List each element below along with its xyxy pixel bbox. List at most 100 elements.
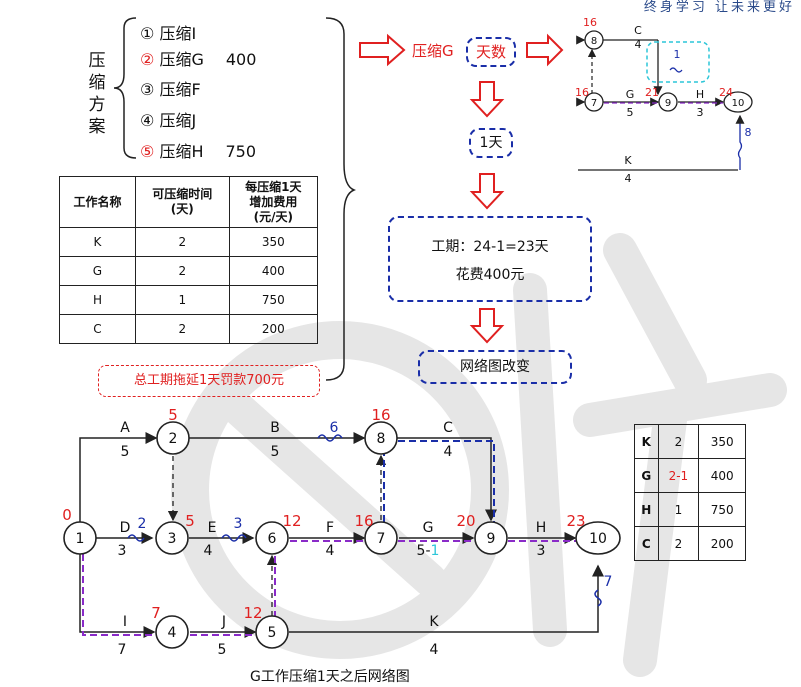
float-d: 2 [138,516,147,532]
small-node-time-9: 21 [645,86,659,99]
small-duration-K: 4 [625,172,632,185]
plan-item: ④ 压缩J [140,107,196,131]
small-activity-G: G [626,88,635,101]
cost-table-header: 可压缩时间(天) [134,176,230,228]
node-time-3: 5 [185,512,195,530]
activity-G: G [423,520,434,536]
activity-H: H [536,520,547,536]
small-duration-C: 4 [635,38,642,51]
small-node-time-7: 16 [575,86,589,99]
duration-D: 3 [118,543,127,559]
plan-item-text: 压缩F [159,80,201,99]
node-time-5: 12 [243,604,262,622]
small-activity-K: K [624,154,632,167]
flow-days-box: 天数 [466,37,516,67]
plan-item-text: 压缩G [159,50,204,69]
cost-table-cell: 2 [134,256,230,286]
plan-item-cost: 750 [225,142,257,161]
node-9: 9 [487,531,496,547]
flow-arrow-down-3 [469,308,505,344]
flow-change-box: 网络图改变 [418,350,572,384]
penalty-brace [325,17,356,381]
small-node-7: 7 [591,98,597,109]
summary-table-cell: G [634,458,659,493]
node-time-10: 23 [566,512,585,530]
summary-table-cell: K [634,424,659,459]
summary-table-cell: H [634,492,659,527]
activity-J: J [221,614,226,630]
plan-item-number: ⑤ [140,142,160,161]
summary-table-cell: 2 [657,526,700,561]
plan-item: ② 压缩G 400 [140,46,256,70]
flow-one-day-box: 1天 [469,128,513,158]
header-slogan: 终身学习 让未来更好 [643,0,795,15]
small-duration-H: 3 [697,106,704,119]
main-network-diagram: 102535475126127168169201023A5B5C4D3E4F4G… [62,406,621,658]
summary-table-cell: 400 [698,458,746,493]
node-time-1: 0 [62,506,72,524]
plan-item-text: 压缩I [159,24,197,43]
duration-B: 5 [271,444,280,460]
small-node-8: 8 [591,36,597,47]
flow-result-box: 工期：24-1=23天 花费400元 [388,216,592,302]
plan-item: ⑤ 压缩H 750 [140,138,256,162]
flow-arrow-right-1 [359,33,406,67]
small-node-9: 9 [665,98,671,109]
small-node-time-8: 16 [583,16,597,29]
plan-item-number: ② [140,50,160,69]
plan-item: ③ 压缩F [140,76,201,100]
diagram-caption: G工作压缩1天之后网络图 [250,669,410,685]
flow-arrow-down-2 [469,173,505,210]
cost-table-header: 每压缩1天增加费用(元/天) [228,176,319,228]
node-time-8: 16 [371,406,390,424]
small-duration-G: 5 [627,106,634,119]
cost-table-cell: 2 [134,314,230,344]
float-e: 3 [234,516,243,532]
flow-result-cost: 花费400元 [455,267,525,283]
summary-table-cell: 350 [698,424,746,459]
plan-item-number: ④ [140,111,160,130]
summary-table-cell: C [634,526,659,561]
summary-table-cell: 750 [698,492,746,527]
cost-table-cell: 1 [134,285,230,315]
flow-result-duration: 工期：24-1=23天 [431,239,549,255]
float-k: 7 [604,574,613,590]
node-time-2: 5 [168,406,178,424]
duration-F: 4 [326,543,335,559]
activity-I: I [123,614,127,630]
small-activity-C: C [634,24,642,37]
summary-table-cell: 2 [657,424,700,459]
plan-item-number: ③ [140,80,160,99]
plan-brace [113,17,137,159]
summary-table-cell: 200 [698,526,746,561]
activity-C: C [443,420,453,436]
duration-G: 5-1 [417,543,440,559]
node-time-4: 7 [151,604,161,622]
duration-H: 3 [537,543,546,559]
plan-item-text: 压缩H [159,142,204,161]
node-time-7: 16 [354,512,373,530]
plan-item-cost: 400 [225,50,257,69]
small-activity-H: H [696,88,704,101]
cost-table-cell: 200 [228,314,319,344]
duration-A: 5 [121,444,130,460]
flow-compress-label: 压缩G [412,42,454,60]
node-8: 8 [377,431,386,447]
flow-arrows [359,33,564,344]
node-4: 4 [168,625,177,641]
small-node-10: 10 [732,98,745,109]
activity-B: B [270,420,280,436]
activity-F: F [326,520,334,536]
node-time-9: 20 [456,512,475,530]
cost-table-cell: G [59,256,136,286]
duration-I: 7 [118,642,127,658]
activity-E: E [208,520,217,536]
plan-item: ① 压缩I [140,20,196,44]
node-5: 5 [268,625,277,641]
